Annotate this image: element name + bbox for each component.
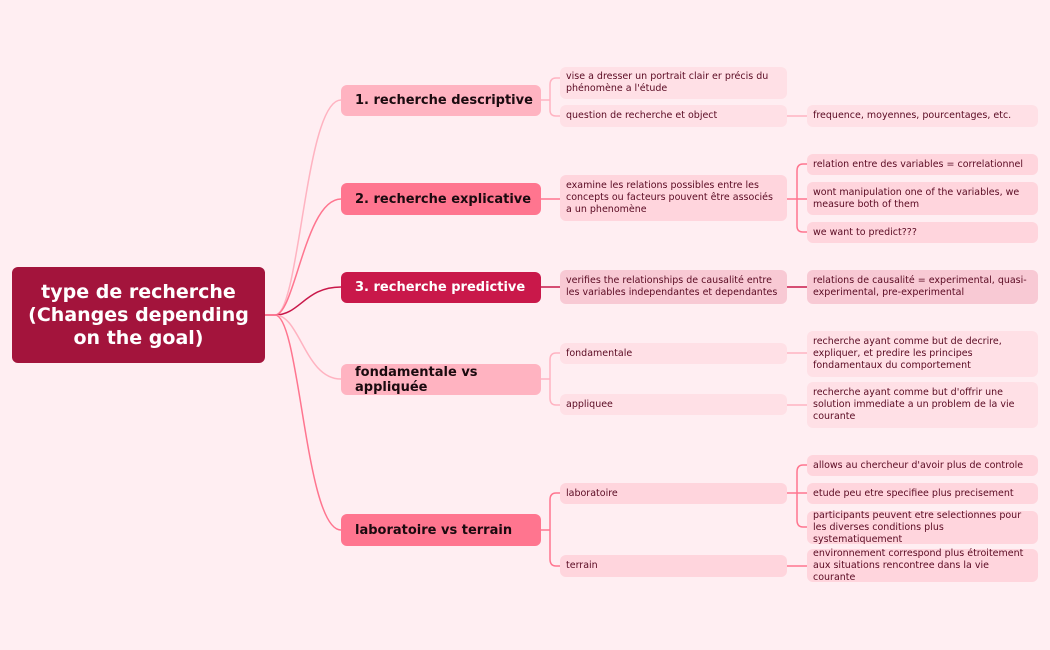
subtopic-label: appliquee <box>566 398 613 410</box>
subtopic-label: examine les relations possibles entre le… <box>566 180 773 215</box>
detail-label: relations de causalité = experimental, q… <box>813 275 1027 298</box>
root-topic[interactable]: type de recherche (Changes depending on … <box>12 267 265 363</box>
subtopic-label: fondamentale <box>566 347 633 359</box>
topic-recherche-explicative[interactable]: 2. recherche explicative <box>341 183 541 215</box>
detail-frequence[interactable]: frequence, moyennes, pourcentages, etc. <box>807 105 1038 127</box>
detail-label: relation entre des variables = correlati… <box>813 158 1023 170</box>
subtopic-question-recherche[interactable]: question de recherche et object <box>560 105 787 127</box>
subtopic-label: verifies the relationships de causalité … <box>566 275 778 298</box>
subtopic-label: terrain <box>566 560 598 571</box>
detail-label: environnement correspond plus étroitemen… <box>813 547 1024 583</box>
detail-label: wont manipulation one of the variables, … <box>813 186 1020 210</box>
subtopic-label: vise a dresser un portrait clair er préc… <box>566 71 769 94</box>
detail-specifiee-precisement[interactable]: etude peu etre specifiee plus precisemen… <box>807 483 1038 504</box>
detail-label: recherche ayant comme but de decrire, ex… <box>813 336 1002 371</box>
subtopic-fondamentale[interactable]: fondamentale <box>560 343 787 364</box>
subtopic-terrain[interactable]: terrain <box>560 555 787 577</box>
detail-plus-de-controle[interactable]: allows au chercheur d'avoir plus de cont… <box>807 455 1038 476</box>
detail-label: etude peu etre specifiee plus precisemen… <box>813 487 1014 499</box>
detail-label: we want to predict??? <box>813 226 917 238</box>
topic-recherche-predictive[interactable]: 3. recherche predictive <box>341 272 541 303</box>
topic-label: laboratoire vs terrain <box>355 522 513 538</box>
topic-fondamentale-vs-appliquee[interactable]: fondamentale vs appliquée <box>341 364 541 395</box>
root-topic-label: type de recherche (Changes depending on … <box>28 280 249 349</box>
detail-participants-selectionnes[interactable]: participants peuvent etre selectionnes p… <box>807 509 1038 545</box>
detail-label: participants peuvent etre selectionnes p… <box>813 509 1022 545</box>
topic-recherche-descriptive[interactable]: 1. recherche descriptive <box>341 85 541 116</box>
detail-appliquee-description[interactable]: recherche ayant comme but d'offrir une s… <box>807 382 1038 428</box>
detail-relations-causalite[interactable]: relations de causalité = experimental, q… <box>807 270 1038 304</box>
subtopic-label: laboratoire <box>566 487 618 499</box>
detail-label: allows au chercheur d'avoir plus de cont… <box>813 459 1024 471</box>
detail-environnement-vie-courante[interactable]: environnement correspond plus étroitemen… <box>807 547 1038 583</box>
subtopic-examine-relations[interactable]: examine les relations possibles entre le… <box>560 175 787 221</box>
topic-label: 2. recherche explicative <box>355 191 532 207</box>
detail-correlationnel[interactable]: relation entre des variables = correlati… <box>807 154 1038 175</box>
detail-fondamentale-description[interactable]: recherche ayant comme but de decrire, ex… <box>807 331 1038 377</box>
subtopic-appliquee[interactable]: appliquee <box>560 394 787 415</box>
topic-label: fondamentale vs appliquée <box>355 364 478 395</box>
topic-laboratoire-vs-terrain[interactable]: laboratoire vs terrain <box>341 514 541 546</box>
subtopic-label: question de recherche et object <box>566 110 718 121</box>
detail-label: recherche ayant comme but d'offrir une s… <box>813 387 1015 422</box>
subtopic-descriptive-goal[interactable]: vise a dresser un portrait clair er préc… <box>560 67 787 99</box>
detail-no-manipulation[interactable]: wont manipulation one of the variables, … <box>807 182 1038 215</box>
subtopic-verifies-causalite[interactable]: verifies the relationships de causalité … <box>560 270 787 304</box>
detail-predict[interactable]: we want to predict??? <box>807 222 1038 243</box>
detail-label: frequence, moyennes, pourcentages, etc. <box>813 110 1012 121</box>
topic-label: 1. recherche descriptive <box>355 93 533 108</box>
subtopic-laboratoire[interactable]: laboratoire <box>560 483 787 504</box>
topic-label: 3. recherche predictive <box>355 280 526 295</box>
